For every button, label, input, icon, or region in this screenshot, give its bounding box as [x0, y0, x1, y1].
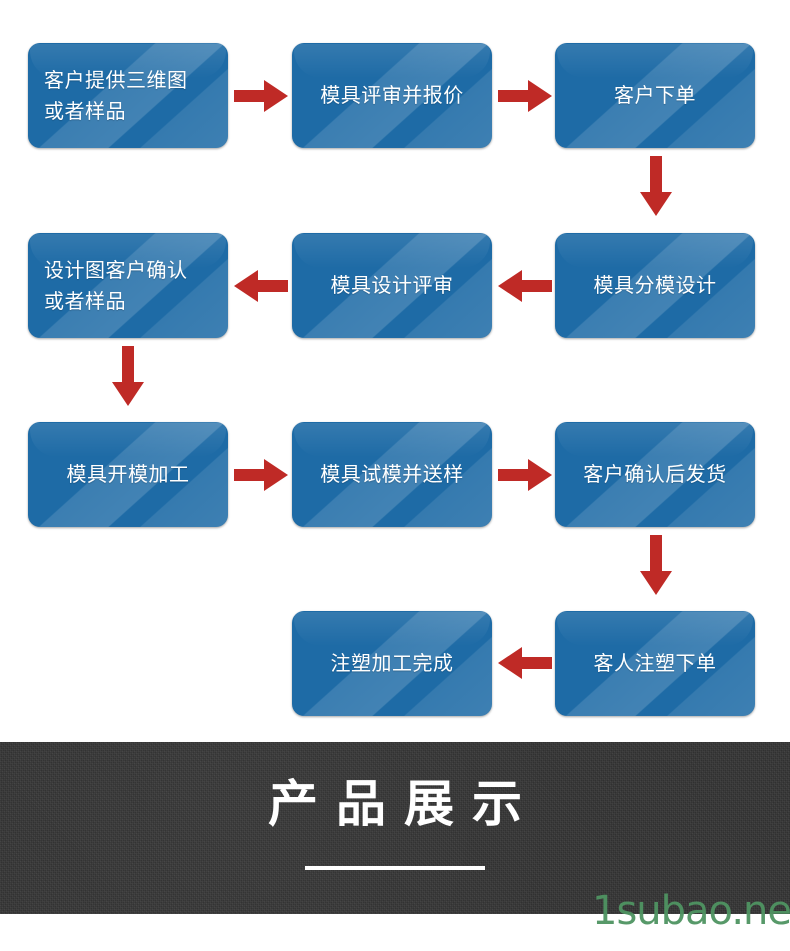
flow-node-n2[interactable]: 模具评审并报价 — [292, 43, 492, 148]
arrow-right-icon-a7 — [234, 457, 288, 493]
flow-node-label: 模具开模加工 — [66, 462, 190, 486]
arrow-left-icon-a10 — [498, 645, 552, 681]
flow-node-n7[interactable]: 模具开模加工 — [28, 422, 228, 527]
arrow-down-icon-a6 — [110, 346, 146, 408]
flow-node-label: 客户确认后发货 — [583, 462, 727, 486]
flow-node-label: 客人注塑下单 — [593, 651, 717, 675]
arrow-down-icon-a3 — [638, 156, 674, 218]
arrow-down-icon-a9 — [638, 535, 674, 597]
site-watermark: 1subao.net — [592, 888, 790, 934]
flow-node-label: 客户下单 — [614, 83, 696, 107]
flow-node-label: 注塑加工完成 — [330, 651, 454, 675]
flow-node-n5[interactable]: 模具设计评审 — [292, 233, 492, 338]
flow-node-n3[interactable]: 客户下单 — [555, 43, 755, 148]
product-showcase-banner: 产品展示 — [0, 742, 790, 914]
flow-node-n8[interactable]: 模具试模并送样 — [292, 422, 492, 527]
banner-title: 产品展示 — [268, 775, 540, 833]
flow-node-label: 客户提供三维图 或者样品 — [44, 67, 188, 123]
arrow-left-icon-a4 — [498, 268, 552, 304]
flow-node-label: 模具分模设计 — [593, 273, 717, 297]
flow-node-label: 设计图客户确认 或者样品 — [44, 257, 188, 313]
flow-node-n4[interactable]: 设计图客户确认 或者样品 — [28, 233, 228, 338]
arrow-left-icon-a5 — [234, 268, 288, 304]
flow-node-label: 模具试模并送样 — [320, 462, 464, 486]
arrow-right-icon-a8 — [498, 457, 552, 493]
arrow-right-icon-a1 — [234, 78, 288, 114]
flow-node-n11[interactable]: 客人注塑下单 — [555, 611, 755, 716]
flow-node-n1[interactable]: 客户提供三维图 或者样品 — [28, 43, 228, 148]
arrow-right-icon-a2 — [498, 78, 552, 114]
flow-node-n10[interactable]: 注塑加工完成 — [292, 611, 492, 716]
banner-underline — [305, 866, 485, 870]
process-flow-diagram: 客户提供三维图 或者样品 模具评审并报价 客户下单 设计图客户确认 或者样品 模… — [28, 43, 755, 716]
flow-node-label: 模具评审并报价 — [320, 83, 464, 107]
flow-node-n6[interactable]: 模具分模设计 — [555, 233, 755, 338]
flow-node-n9[interactable]: 客户确认后发货 — [555, 422, 755, 527]
flow-node-label: 模具设计评审 — [330, 273, 454, 297]
